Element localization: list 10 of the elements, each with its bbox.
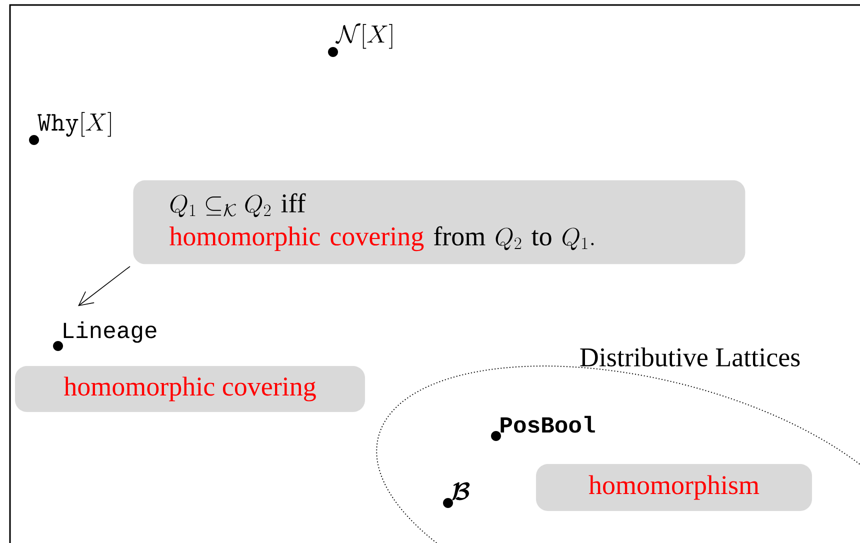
point-label: $\mathtt{Why}[X]$ [38, 112, 111, 137]
region-label: Distributive Lattices [580, 347, 800, 366]
point-label: Lineage [64, 321, 156, 343]
point-label: $\mathcal{N}[X]$ [335, 23, 392, 49]
point-label: $\boldsymbol{\mathcal{B}}$ [452, 482, 470, 500]
statement-box: $Q_1 \subseteq_{\mathcal{K}} Q_2 \text{ iff}$ homomorphic covering $\text{from } Q_2 \text{ to } Q_1.$ [133, 180, 746, 264]
term-box: homomorphism [536, 464, 812, 511]
arrow [78, 266, 130, 306]
point-label: PosBool [500, 416, 595, 433]
term-box: homomorphic covering [15, 366, 365, 412]
